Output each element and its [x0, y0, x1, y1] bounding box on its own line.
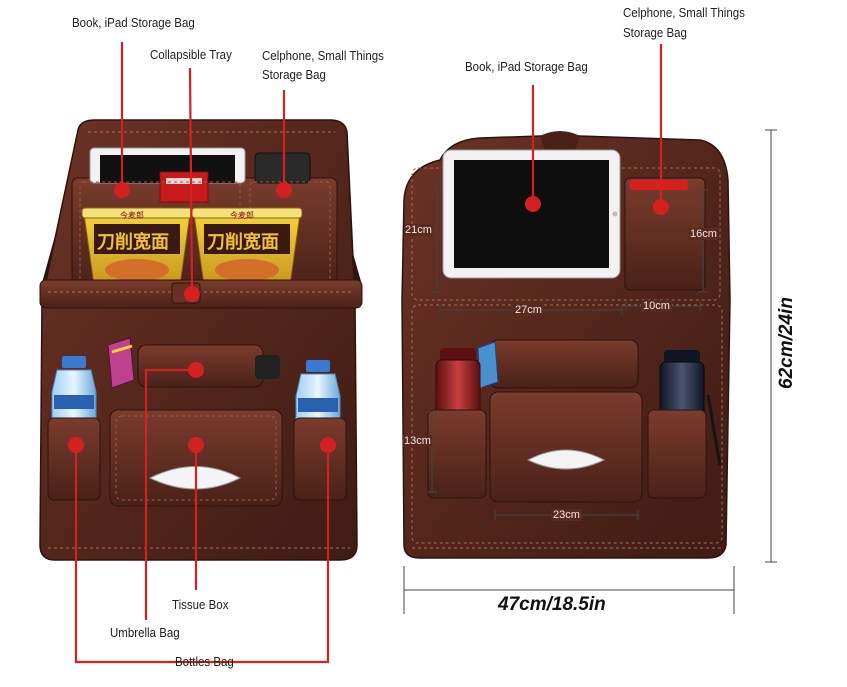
callout-lines: [74, 42, 663, 664]
collapsible-tray: [39, 279, 363, 309]
dim-27cm: 27cm: [513, 304, 544, 316]
bottle-pocket-right: [293, 417, 347, 501]
back-organizer: [401, 131, 731, 559]
noodle-name-left: 刀削宽面: [97, 231, 169, 253]
label-collapsible-tray: Collapsible Tray: [150, 48, 232, 62]
front-organizer: 今麦郎 今麦郎 刀削宽面 刀削宽面: [39, 119, 363, 561]
label-celphone-front-2: Storage Bag: [262, 68, 326, 82]
label-book-ipad-front: Book, iPad Storage Bag: [72, 16, 195, 30]
noodle-brand-right: 今麦郎: [230, 210, 254, 220]
dim-23cm: 23cm: [551, 509, 582, 521]
back-bottle-pocket-left: [427, 409, 487, 499]
bottle-pocket-left: [47, 417, 101, 501]
noodle-brand-left: 今麦郎: [120, 210, 144, 220]
dim-height: 62cm/24in: [776, 297, 797, 389]
bottle-right: [295, 360, 341, 431]
dim-13cm: 13cm: [403, 435, 432, 447]
label-bottles-bag: Bottles Bag: [175, 655, 234, 669]
dim-21cm: 21cm: [404, 224, 433, 236]
label-celphone-front-1: Celphone, Small Things: [262, 49, 384, 63]
label-umbrella-bag: Umbrella Bag: [110, 626, 180, 640]
label-celphone-back-1: Celphone, Small Things: [623, 6, 745, 20]
dim-width: 47cm/18.5in: [498, 594, 606, 615]
back-umbrella-bag: [489, 339, 639, 389]
back-bottle-pocket-right: [647, 409, 707, 499]
flask-left: [435, 348, 481, 419]
dim-16cm: 16cm: [689, 228, 718, 240]
back-tissue-box: [489, 391, 643, 503]
label-tissue-box: Tissue Box: [172, 598, 229, 612]
noodle-cup-left: [81, 207, 193, 286]
label-celphone-back-2: Storage Bag: [623, 26, 687, 40]
callout-dots: [68, 182, 669, 453]
dim-10cm: 10cm: [641, 300, 672, 312]
noodle-cup-right: [191, 207, 303, 286]
noodle-name-right: 刀削宽面: [207, 231, 279, 253]
label-book-ipad-back: Book, iPad Storage Bag: [465, 60, 588, 74]
